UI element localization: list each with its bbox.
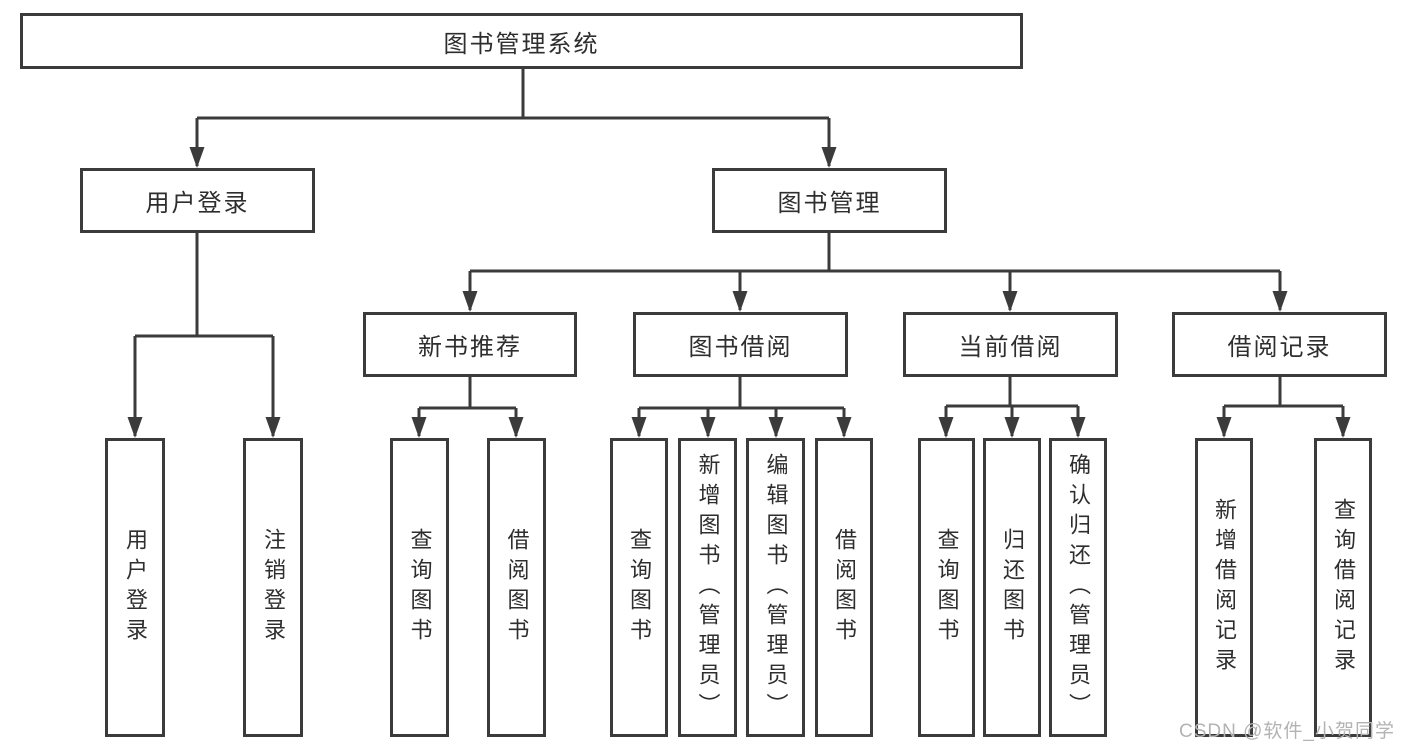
node-leaf-user-login-label: 用户登录 [123, 527, 148, 648]
node-leaf-nb-query-books-label: 查询图书 [407, 527, 433, 648]
node-borrowing-records: 借阅记录 [1172, 312, 1387, 377]
node-leaf-cb-return-books-label: 归还图书 [1000, 527, 1025, 648]
watermark: CSDN @软件_小贺同学 [1179, 721, 1395, 742]
node-root-label: 图书管理系统 [443, 30, 600, 58]
node-leaf-br-add-record: 新增借阅记录 [1195, 438, 1253, 737]
node-leaf-bb-edit-books-label: 编辑图书（管理员） [763, 452, 789, 723]
node-leaf-br-query-record: 查询借阅记录 [1314, 438, 1372, 737]
node-leaf-bb-query-books-label: 查询图书 [627, 527, 652, 648]
node-current-borrowing-label: 当前借阅 [958, 334, 1063, 361]
node-leaf-bb-query-books: 查询图书 [610, 438, 668, 737]
node-leaf-user-login: 用户登录 [105, 438, 165, 737]
node-new-book-recommend: 新书推荐 [363, 312, 577, 377]
node-leaf-logout: 注销登录 [243, 438, 303, 737]
node-leaf-bb-add-books: 新增图书（管理员） [678, 438, 737, 737]
node-user-login-label: 用户登录 [145, 190, 250, 217]
node-user-login: 用户登录 [80, 168, 315, 233]
node-leaf-cb-confirm-return-label: 确认归还（管理员） [1066, 452, 1091, 723]
node-leaf-bb-borrow-books-label: 借阅图书 [832, 527, 857, 648]
node-leaf-nb-query-books: 查询图书 [390, 438, 449, 737]
arrowheads [127, 147, 1351, 438]
node-leaf-cb-return-books: 归还图书 [983, 438, 1041, 737]
node-root: 图书管理系统 [20, 13, 1023, 69]
node-leaf-nb-borrow-books-label: 借阅图书 [504, 527, 530, 648]
node-leaf-bb-borrow-books: 借阅图书 [815, 438, 873, 737]
node-leaf-nb-borrow-books: 借阅图书 [487, 438, 546, 737]
node-leaf-cb-confirm-return: 确认归还（管理员） [1049, 438, 1107, 737]
node-borrowing-records-label: 借阅记录 [1227, 334, 1332, 361]
node-leaf-cb-query-books: 查询图书 [918, 438, 975, 737]
node-current-borrowing: 当前借阅 [903, 312, 1118, 377]
node-leaf-br-add-record-label: 新增借阅记录 [1212, 497, 1237, 678]
node-leaf-bb-edit-books: 编辑图书（管理员） [746, 438, 805, 737]
node-book-borrowing-label: 图书借阅 [688, 334, 793, 361]
node-book-management-label: 图书管理 [777, 190, 882, 217]
node-leaf-br-query-record-label: 查询借阅记录 [1331, 497, 1356, 678]
node-leaf-bb-add-books-label: 新增图书（管理员） [695, 452, 721, 723]
node-leaf-logout-label: 注销登录 [261, 527, 286, 648]
node-book-management: 图书管理 [712, 168, 947, 233]
node-new-book-recommend-label: 新书推荐 [418, 334, 522, 361]
node-leaf-cb-query-books-label: 查询图书 [934, 527, 960, 648]
node-book-borrowing: 图书借阅 [633, 312, 848, 377]
